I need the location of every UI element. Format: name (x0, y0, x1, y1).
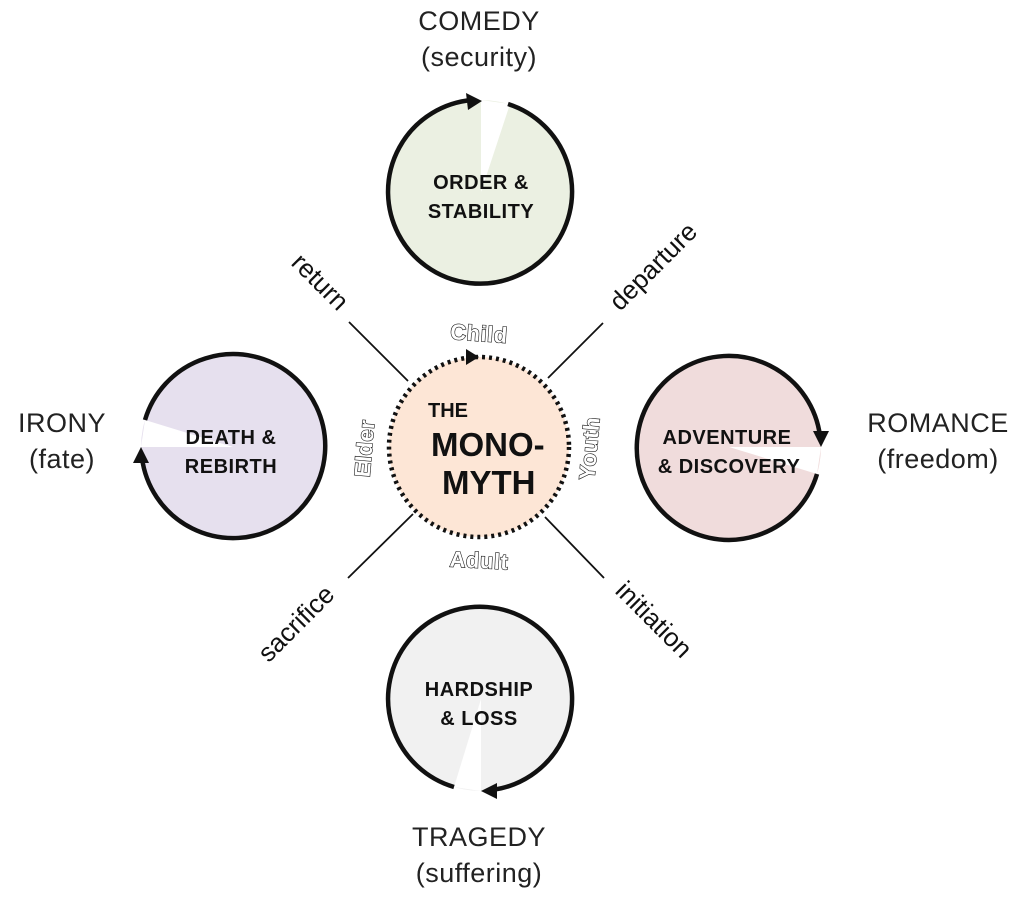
center-monomyth: THE MONO- MYTH Child Adult Youth Elder (349, 318, 605, 575)
arrow-head-top (466, 93, 482, 110)
genre-tragedy: TRAGEDY (412, 822, 546, 852)
genre-romance: ROMANCE (867, 408, 1009, 438)
age-label-youth: Youth (574, 416, 604, 481)
genre-irony: IRONY (18, 408, 106, 438)
phase-label-left-line2: REBIRTH (185, 456, 277, 478)
age-label-child: Child (449, 319, 508, 348)
phase-label-right-line2: & DISCOVERY (658, 456, 801, 478)
phase-adventure-discovery: ADVENTURE & DISCOVERY ROMANCE (freedom) (634, 353, 1009, 543)
connector-initiation (544, 516, 605, 579)
phase-gap-bottom (454, 699, 481, 791)
phase-arc-right (634, 353, 823, 543)
axis-label-return: return (286, 247, 355, 316)
center-label-line1: THE (428, 400, 468, 422)
axis-label-departure: departure (603, 216, 703, 316)
theme-freedom: (freedom) (877, 444, 999, 474)
theme-fate: (fate) (29, 444, 95, 474)
phase-label-left-line1: DEATH & (186, 427, 277, 449)
arrow-head-right (813, 431, 829, 447)
arrow-head-left (133, 447, 149, 463)
arrow-head-bottom (481, 783, 497, 799)
phase-label-right-line1: ADVENTURE (663, 427, 792, 449)
phase-label-bottom-line2: & LOSS (440, 708, 517, 730)
center-circle (386, 354, 572, 540)
phase-death-rebirth: DEATH & REBIRTH IRONY (fate) (18, 351, 328, 541)
phase-label-bottom-line1: HARDSHIP (425, 679, 533, 701)
age-label-elder: Elder (350, 419, 380, 478)
axis-label-sacrifice: sacrifice (252, 579, 341, 668)
center-label-line2: MONO- (431, 426, 545, 463)
connector-lines (347, 321, 605, 579)
phase-gap-left (141, 420, 233, 447)
theme-suffering: (suffering) (416, 858, 543, 888)
phase-arc-bottom (385, 604, 575, 793)
phase-gap-top (481, 100, 510, 192)
phase-hardship-loss: HARDSHIP & LOSS TRAGEDY (suffering) (385, 604, 575, 888)
connector-departure (547, 322, 604, 379)
theme-security: (security) (421, 42, 537, 72)
genre-comedy: COMEDY (418, 6, 540, 36)
connector-return (348, 321, 409, 382)
connector-sacrifice (347, 513, 414, 579)
phase-arc-left (139, 351, 328, 541)
axis-label-initiation: initiation (610, 575, 699, 664)
center-label-line3: MYTH (442, 464, 536, 501)
phase-label-top-line2: STABILITY (428, 201, 535, 223)
phase-gap-right (729, 447, 821, 474)
center-arrow-head (466, 349, 479, 365)
phase-arc-top (385, 97, 575, 286)
phase-order-stability: ORDER & STABILITY COMEDY (security) (385, 6, 575, 286)
phase-label-top-line1: ORDER & (433, 172, 529, 194)
age-label-adult: Adult (449, 546, 509, 574)
